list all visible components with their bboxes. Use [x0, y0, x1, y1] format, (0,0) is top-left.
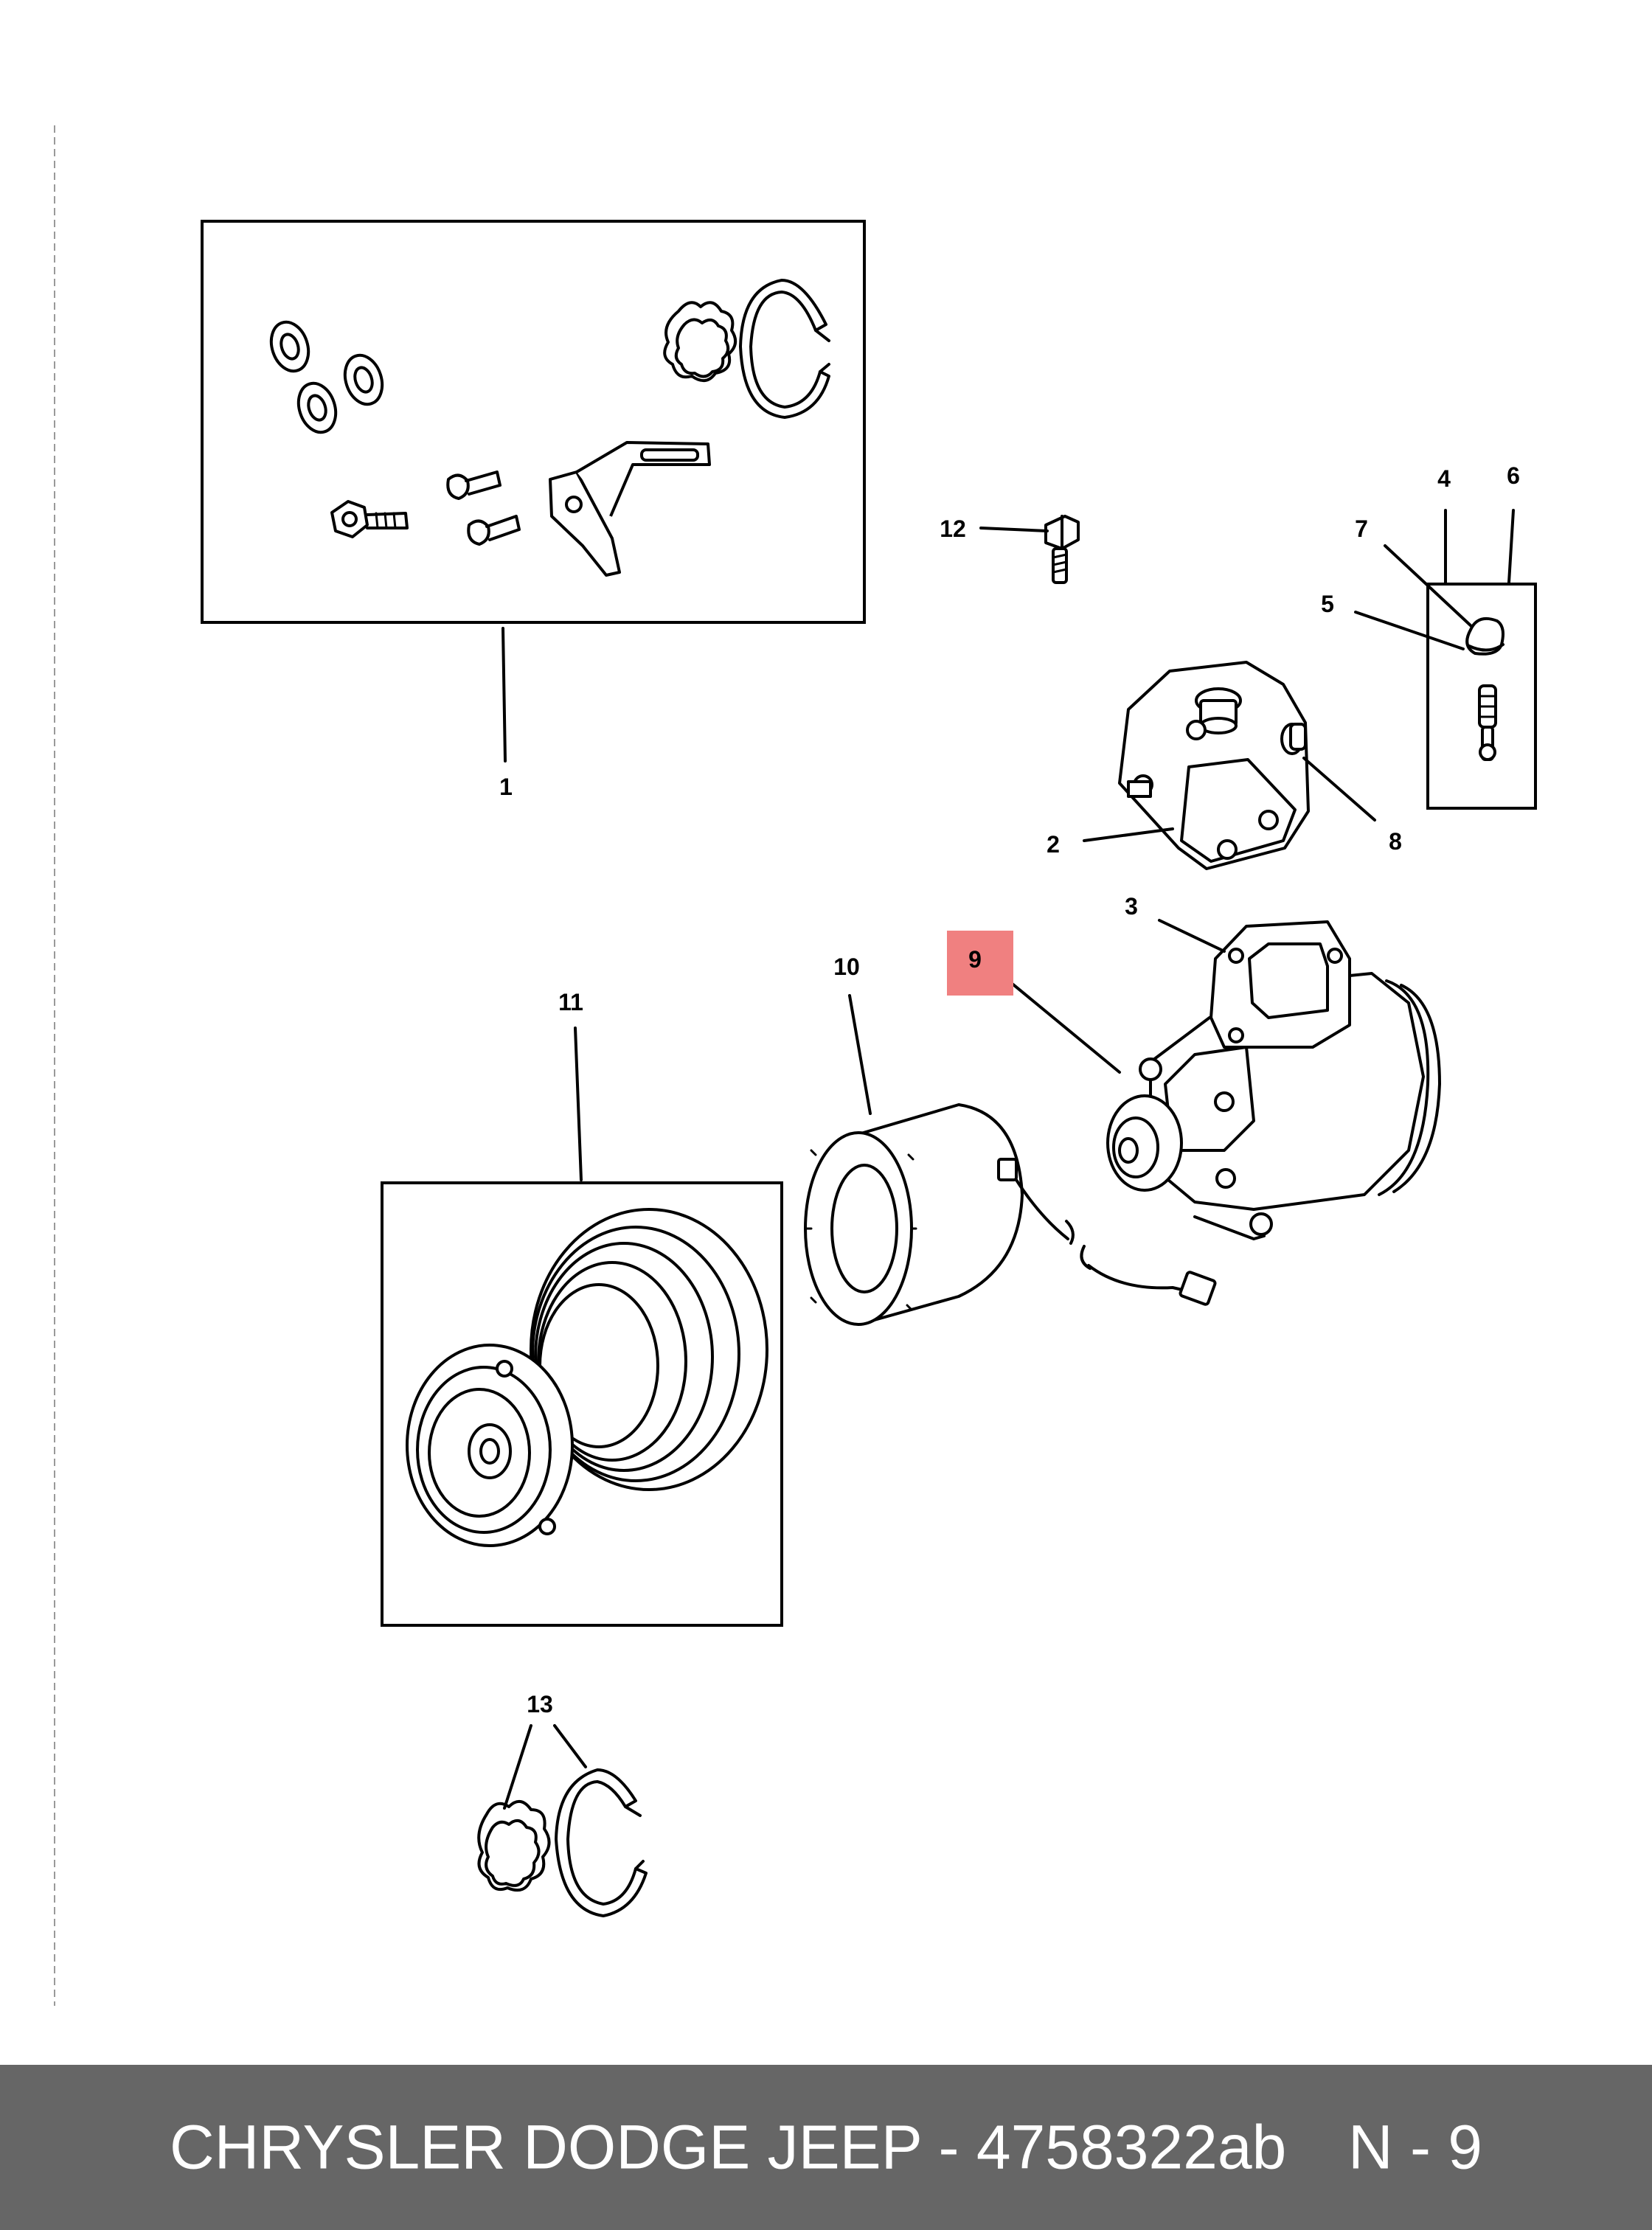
clutch-coil-icon	[804, 1103, 1217, 1326]
callout-highlight	[947, 931, 1013, 996]
callout-7: 7	[1355, 515, 1368, 542]
leader-line-9	[1000, 973, 1121, 1074]
leader-line-5	[1354, 611, 1465, 650]
leader-line-3	[1158, 919, 1226, 953]
leader-line-2	[1083, 827, 1174, 842]
compressor-head-icon	[1118, 661, 1310, 870]
footer-title: CHRYSLER DODGE JEEP - 4758322ab	[170, 2112, 1287, 2182]
callout-1: 1	[499, 774, 513, 800]
callout-2: 2	[1047, 831, 1060, 858]
leader-line-8	[1302, 757, 1376, 822]
callout-9: 9	[968, 946, 982, 973]
callout-8: 8	[1389, 828, 1402, 855]
leader-line-13b	[553, 1724, 587, 1768]
clutch-pulley-icon	[381, 1181, 783, 1627]
footer-page-number: N - 9	[1348, 2112, 1483, 2182]
footer-bar: CHRYSLER DODGE JEEP - 4758322ab N - 9	[0, 2065, 1652, 2230]
seal-kit-icon	[201, 220, 866, 624]
service-port-icon	[1289, 723, 1307, 751]
leader-line-6	[1507, 509, 1515, 584]
leader-line-11	[574, 1027, 583, 1181]
gasket-icon	[1210, 920, 1351, 1049]
callout-4: 4	[1437, 465, 1451, 492]
parts-diagram: 1 2 3 4 5 6 7 8 9 10 11 12 13	[54, 125, 1537, 2006]
valve-kit-icon	[1426, 583, 1537, 810]
callout-13: 13	[527, 1691, 553, 1717]
callout-12: 12	[940, 515, 966, 542]
valve-core-icon	[1478, 684, 1497, 761]
leader-line-7	[1384, 544, 1474, 628]
snap-ring-icon	[477, 1768, 648, 1917]
callout-11: 11	[558, 989, 583, 1015]
leader-line-12	[979, 527, 1049, 532]
callout-3: 3	[1125, 893, 1138, 920]
leader-line-13a	[503, 1724, 532, 1810]
leader-line-1	[502, 627, 507, 763]
bolt-icon	[1044, 515, 1080, 584]
callout-10: 10	[833, 954, 860, 980]
leader-line-10	[848, 994, 872, 1115]
callout-6: 6	[1507, 462, 1520, 489]
callout-5: 5	[1321, 591, 1334, 617]
leader-lines	[502, 509, 1515, 1810]
